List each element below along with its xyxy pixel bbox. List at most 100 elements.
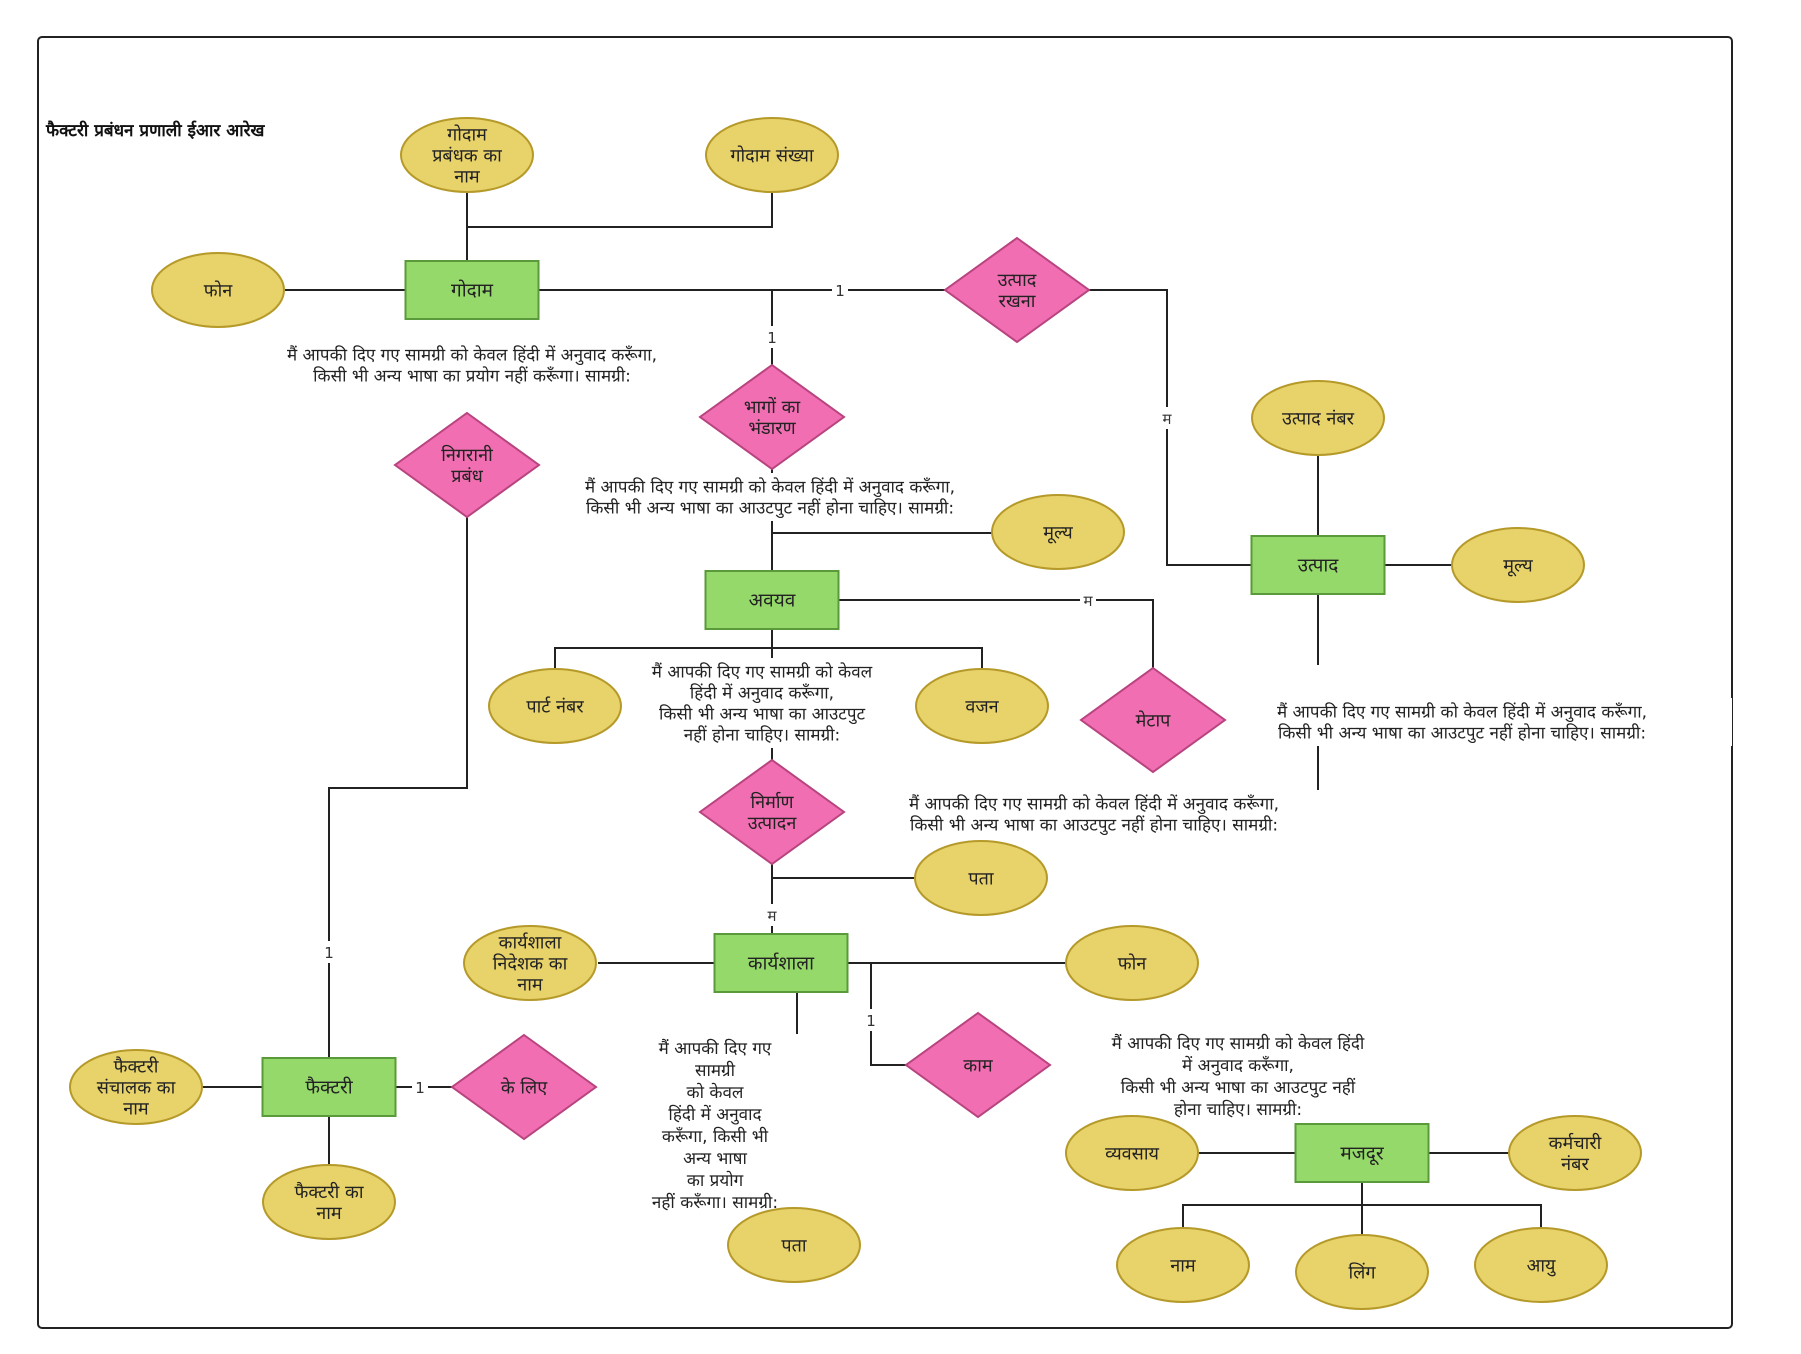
attribute-a_godam_num[interactable]: गोदाम संख्या [705,117,839,193]
annotation-group: मैं आपकी दिए गए सामग्री को केवल हिंदी मे… [192,341,1732,1216]
entity-label: उत्पाद [1298,555,1340,577]
attribute-a_name[interactable]: नाम [1116,1227,1250,1303]
cardinality-label: 1 [767,329,777,347]
attribute-ellipse [488,668,622,744]
entity-label: फैक्टरी [305,1076,353,1099]
relationship-diamond [698,363,846,471]
relationship-r_monitor[interactable]: निगरानीप्रबंध [393,411,541,519]
entity-label: अवयव [749,590,796,612]
cardinality-label: 1 [835,282,845,300]
annotation-text: मैं आपकी दिए गए सामग्री को केवल हिंदी मे… [287,344,657,386]
relationship-diamond [1079,666,1227,774]
cardinality-label: 1 [415,1079,425,1097]
attribute-ellipse [727,1207,861,1283]
attribute-label: उत्पाद नंबर [1282,408,1355,429]
attribute-a_addr2[interactable]: पता [727,1207,861,1283]
attribute-label: मूल्य [1043,522,1073,543]
attribute-label: गोदाम संख्या [730,144,814,166]
attribute-a_factory_op[interactable]: फैक्टरीसंचालक कानाम [69,1049,203,1125]
relationship-r_for[interactable]: के लिए [450,1033,598,1141]
relationship-diamond [943,236,1091,344]
attribute-label: फोन [1118,952,1148,974]
attribute-ellipse [991,494,1125,570]
attribute-a_age[interactable]: आयु [1474,1227,1608,1303]
attribute-label: पता [968,868,993,889]
attribute-a_phone2[interactable]: फोन [1065,925,1199,1001]
attribute-label: पता [781,1235,806,1256]
attribute-a_occupation[interactable]: व्यवसाय [1065,1115,1199,1191]
annotation-text: मैं आपकी दिए गए सामग्री को केवल हिंदी मे… [909,793,1279,835]
diagram-frame [37,36,1733,1329]
attribute-ellipse [1508,1115,1642,1191]
connector-line [1362,1204,1542,1232]
entity-godam[interactable]: गोदाम [404,260,540,320]
connector-line [467,177,773,228]
attribute-label: कार्यशालानिदेशक कानाम [493,931,568,995]
attribute-ellipse [914,840,1048,916]
attribute-a_avayav_price[interactable]: मूल्य [991,494,1125,570]
relationship-label: भागों काभंडारण [744,396,801,439]
attribute-label: लिंग [1349,1261,1377,1283]
attribute-ellipse [69,1049,203,1125]
connector-line [838,599,1154,668]
attribute-a_emp_num[interactable]: कर्मचारीनंबर [1508,1115,1642,1191]
attribute-a_utpad_price[interactable]: मूल्य [1451,527,1585,603]
attribute-label: वजन [965,696,999,717]
attribute-ellipse [1474,1227,1608,1303]
entity-mazdoor[interactable]: मजदूर [1294,1123,1430,1183]
attribute-a_ws_director[interactable]: कार्यशालानिदेशक कानाम [463,925,597,1001]
entity-box [261,1057,397,1117]
attribute-label: आयु [1527,1255,1557,1276]
relationship-label: मेटाप [1136,709,1171,731]
attribute-a_utpad_num[interactable]: उत्पाद नंबर [1251,380,1385,456]
relationship-r_storage[interactable]: भागों काभंडारण [698,363,846,471]
annotation-background [824,790,1364,838]
cardinality-label: 1 [866,1012,876,1030]
attribute-ellipse [400,117,534,193]
attribute-ellipse [463,925,597,1001]
entity-box [1294,1123,1430,1183]
attribute-label: नाम [1170,1255,1197,1276]
attribute-ellipse [915,668,1049,744]
relationship-r_work[interactable]: काम [904,1011,1052,1119]
entity-box [404,260,540,320]
cardinality-bg [1080,589,1096,611]
attribute-a_weight[interactable]: वजन [915,668,1049,744]
relationship-label: काम [963,1055,993,1076]
entity-label: मजदूर [1340,1143,1385,1166]
attribute-a_gender[interactable]: लिंग [1295,1234,1429,1310]
cardinality-bg [764,904,780,926]
relationship-diamond [393,411,541,519]
annotation-text: मैं आपकी दिए गए सामग्री को केवल हिंदीमें… [1112,1033,1365,1120]
attribute-ellipse [705,117,839,193]
annotation-background [615,1034,815,1216]
annotation-background [1048,1029,1428,1123]
annotation-background [500,473,1040,521]
entity-box [1250,535,1386,595]
attribute-a_factory_name[interactable]: फैक्टरी कानाम [262,1164,396,1240]
entity-karyashala[interactable]: कार्यशाला [713,933,849,993]
entity-avayav[interactable]: अवयव [704,570,840,630]
shape-group: गोदाम उत्पाद अवयव कार्यशाला फैक्टरी मजदूर गोदा… [69,117,1642,1310]
entity-factory[interactable]: फैक्टरी [261,1057,397,1117]
entity-box [713,933,849,993]
cardinality-bg [764,326,780,348]
attribute-a_phone1[interactable]: फोन [151,252,285,328]
attribute-ellipse [1295,1234,1429,1310]
relationship-r_fit[interactable]: मेटाप [1079,666,1227,774]
connector-line [1182,1183,1363,1232]
entity-utpad[interactable]: उत्पाद [1250,535,1386,595]
attribute-a_addr1[interactable]: पता [914,840,1048,916]
attribute-label: मूल्य [1503,555,1533,576]
cardinality-label: 1 [324,944,334,962]
annotation-background [1192,698,1732,746]
cardinality-label: म [768,907,778,925]
attribute-a_part_num[interactable]: पार्ट नंबर [488,668,622,744]
